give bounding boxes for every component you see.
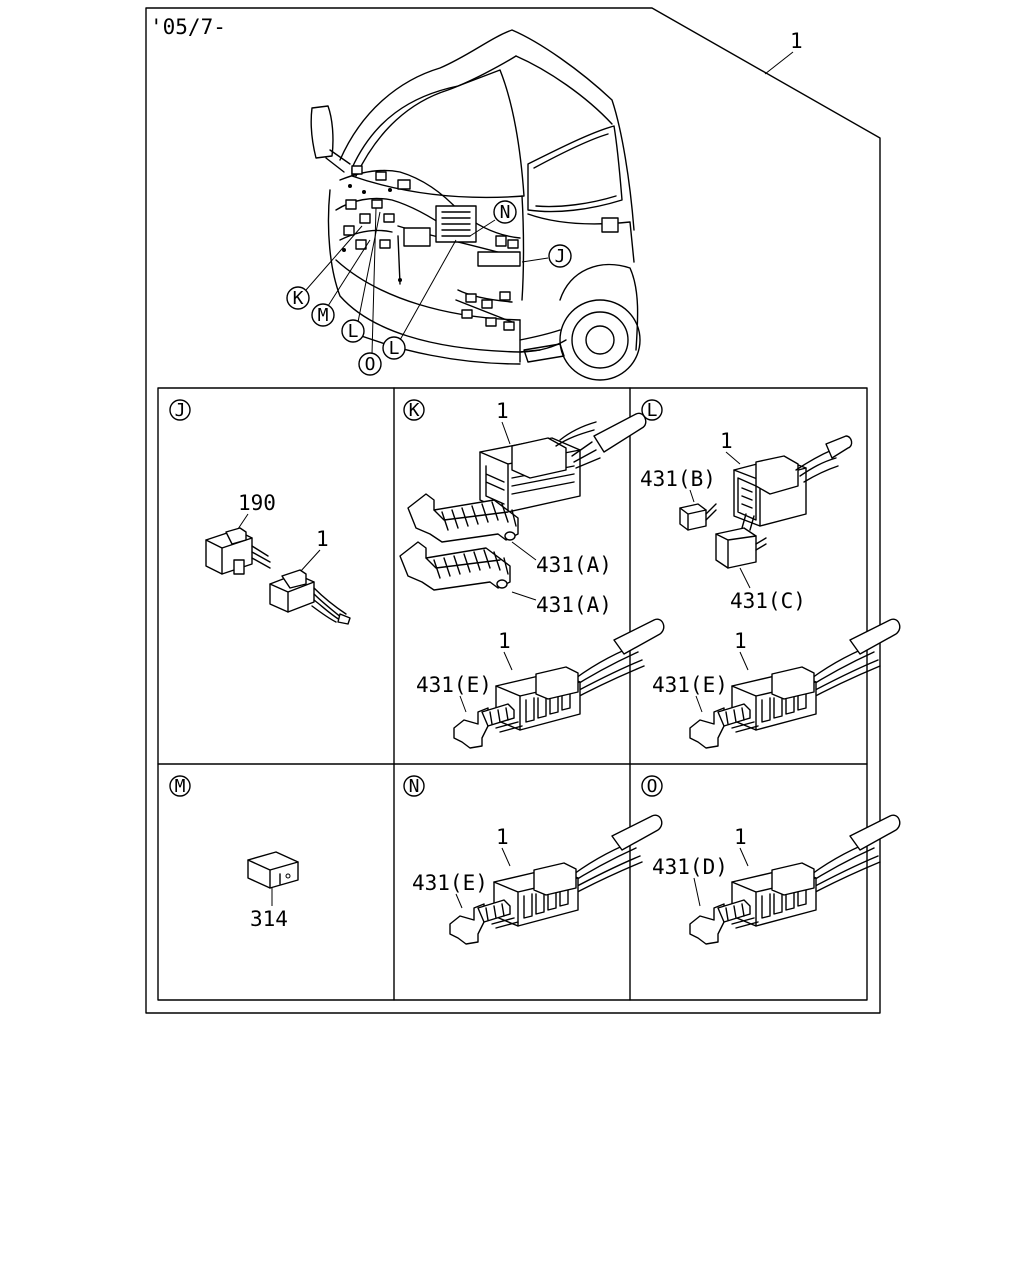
- panel-m-letter: M: [175, 776, 186, 797]
- assembly-ref-number: 1: [790, 29, 803, 53]
- panel-k-part-431a-2: 431(A): [536, 593, 612, 617]
- panel-k-part-1-top: 1: [496, 399, 509, 423]
- panel-j-part-190: 190: [238, 491, 276, 515]
- assembly-leader: [764, 51, 794, 75]
- svg-text:K: K: [293, 288, 304, 309]
- panel-o: O 1 431(D): [641, 775, 901, 945]
- panel-n-letter: N: [409, 776, 420, 797]
- panel-j-part-1: 1: [316, 527, 329, 551]
- callout-l-right: L: [382, 336, 406, 360]
- panel-l-part-1-bottom: 1: [734, 629, 747, 653]
- panel-o-letter: O: [647, 776, 658, 797]
- svg-text:M: M: [318, 305, 329, 326]
- panel-k-part-431e: 431(E): [416, 673, 492, 697]
- panel-j-letter: J: [175, 400, 186, 421]
- callout-n: N: [493, 200, 517, 224]
- panel-m: M 314: [169, 775, 299, 931]
- panel-j: J 190 1: [169, 399, 351, 625]
- panel-k: K 1 431(A) 431(A) 1 431(E): [399, 399, 665, 749]
- svg-text:N: N: [500, 202, 511, 223]
- panel-k-part-1-bottom: 1: [498, 629, 511, 653]
- panel-n: N 1 431(E): [403, 775, 663, 945]
- truck-cab-illustration: [305, 29, 641, 381]
- outer-frame: [145, 7, 881, 1014]
- wiring-harness-cluster: [335, 165, 521, 331]
- callout-j: J: [548, 244, 572, 268]
- panel-l-letter: L: [647, 400, 658, 421]
- panel-m-part-314: 314: [250, 907, 288, 931]
- panel-o-part-431d: 431(D): [652, 855, 728, 879]
- callout-m: M: [311, 303, 335, 327]
- callout-o: O: [358, 352, 382, 376]
- panel-l-part-431b: 431(B): [640, 467, 716, 491]
- svg-text:O: O: [365, 354, 376, 375]
- panel-l-part-1-top: 1: [720, 429, 733, 453]
- panel-l-part-431c: 431(C): [730, 589, 806, 613]
- svg-text:J: J: [555, 246, 566, 267]
- panel-o-part-1: 1: [734, 825, 747, 849]
- callout-l-left: L: [341, 319, 365, 343]
- panel-k-letter: K: [409, 400, 420, 421]
- panel-n-part-431e: 431(E): [412, 871, 488, 895]
- date-code-label: '05/7-: [150, 15, 226, 39]
- callout-k: K: [286, 286, 310, 310]
- detail-grid: [157, 387, 868, 1001]
- svg-text:L: L: [389, 338, 400, 359]
- panel-k-part-431a-1: 431(A): [536, 553, 612, 577]
- panel-l: L 1 431(B) 431(C) 1 431(E): [640, 399, 901, 749]
- svg-text:L: L: [348, 321, 359, 342]
- panel-l-part-431e: 431(E): [652, 673, 728, 697]
- panel-n-part-1: 1: [496, 825, 509, 849]
